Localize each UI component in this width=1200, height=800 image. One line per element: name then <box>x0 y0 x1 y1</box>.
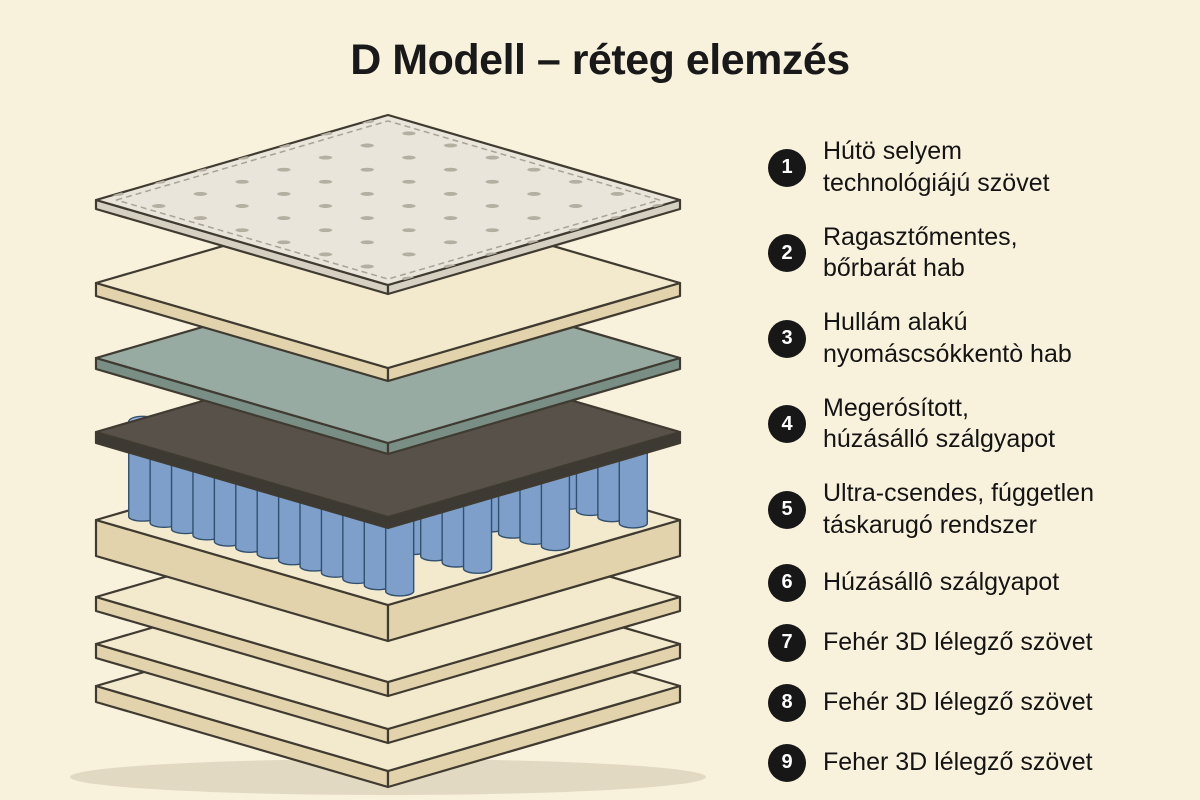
legend-item-label: Fehér 3D lélegző szövet <box>823 627 1093 656</box>
legend-item: 9 Feher 3D lélegző szövet <box>768 743 1180 782</box>
legend-item-label: Ragasztőmentes, bőrbarát hab <box>823 222 1018 283</box>
legend-item: 4 Megerósított, húzásálló szálgyapot <box>768 393 1180 457</box>
legend-item-label: Hútö selyem technológiájú szövet <box>823 137 1050 197</box>
mattress-exploded-diagram <box>70 113 706 795</box>
page-title: D Modell – réteg elemzés <box>350 36 850 84</box>
legend-item-label: Húzásállô szálgyapot <box>823 567 1060 596</box>
legend-item-label: Feher 3D lélegző szövet <box>823 747 1093 776</box>
legend-item-label: Fehér 3D lélegző szövet <box>823 687 1093 716</box>
legend-item: 3 Hullám alakú nyomáscsókkentò hab <box>768 307 1180 371</box>
legend-number-badge: 5 <box>768 490 806 529</box>
legend-item: 6 Húzásállô szálgyapot <box>768 563 1180 602</box>
mattress-diagram-area <box>28 55 748 795</box>
legend-number-badge: 4 <box>768 405 806 444</box>
legend-number-badge: 8 <box>768 683 806 722</box>
legend: 1 Hútö selyem technológiájú szövet 2 Rag… <box>768 136 1180 782</box>
legend-number-badge: 2 <box>768 234 806 273</box>
legend-number-badge: 3 <box>768 319 806 358</box>
layer-cooling-silk-quilted-cover <box>94 113 682 296</box>
legend-item: 8 Fehér 3D lélegző szövet <box>768 683 1180 722</box>
legend-item-label: Ultra-csendes, fúggetlen táskarugó rends… <box>823 479 1094 539</box>
legend-item: 1 Hútö selyem technológiájú szövet <box>768 136 1180 200</box>
legend-number-badge: 6 <box>768 563 806 602</box>
legend-number-badge: 1 <box>768 148 806 187</box>
legend-item: 5 Ultra-csendes, fúggetlen táskarugó ren… <box>768 478 1180 542</box>
legend-number-badge: 9 <box>768 743 806 782</box>
legend-item: 7 Fehér 3D lélegző szövet <box>768 623 1180 662</box>
legend-item: 2 Ragasztőmentes, bőrbarát hab <box>768 222 1180 286</box>
legend-item-label: Hullám alakú nyomáscsókkentò hab <box>823 308 1072 368</box>
legend-number-badge: 7 <box>768 623 806 662</box>
legend-item-label: Megerósított, húzásálló szálgyapot <box>823 393 1056 454</box>
